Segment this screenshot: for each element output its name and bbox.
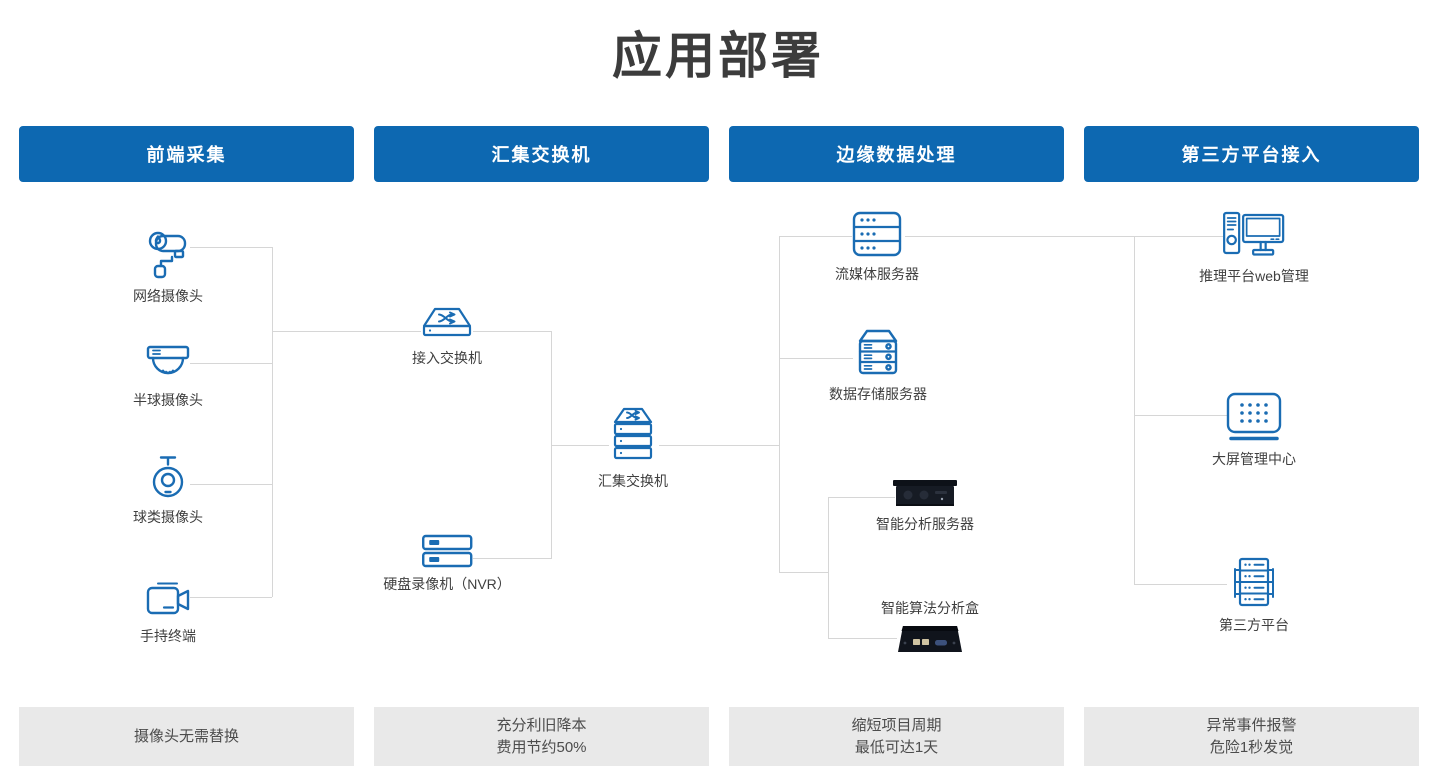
node-analysis-server: 智能分析服务器 [876, 478, 974, 534]
connector-line [190, 247, 272, 248]
node-dome-camera: 半球摄像头 [133, 344, 203, 410]
edge-box-photo-icon [895, 624, 965, 656]
column-header-frontend: 前端采集 [19, 126, 354, 182]
footer-line: 缩短项目周期 [851, 716, 942, 734]
node-big-screen: 大屏管理中心 [1212, 391, 1296, 469]
node-label: 流媒体服务器 [835, 266, 919, 282]
footer-line: 最低可达1天 [854, 738, 939, 756]
column-footer-aggregation: 充分利旧降本 费用节约50% [374, 707, 709, 766]
server-rack-icon [1226, 557, 1282, 609]
media-server-icon [851, 210, 903, 258]
connector-line [1134, 415, 1228, 416]
column-header-aggregation: 汇集交换机 [374, 126, 709, 182]
connector-line [473, 558, 552, 559]
node-storage-server: 数据存储服务器 [829, 328, 927, 404]
node-label: 半球摄像头 [133, 392, 203, 408]
node-label: 硬盘录像机（NVR） [383, 576, 511, 592]
node-ball-camera: 球类摄像头 [133, 455, 203, 527]
desktop-pc-icon [1222, 210, 1286, 260]
node-access-switch: 接入交换机 [412, 306, 482, 368]
page-title: 应用部署 [612, 28, 824, 84]
node-label: 网络摄像头 [133, 288, 203, 304]
node-inference-web: 推理平台web管理 [1199, 210, 1309, 286]
bullet-camera-icon [144, 228, 192, 280]
column-footer-thirdparty: 异常事件报警 危险1秒发觉 [1084, 707, 1419, 766]
node-label: 手持终端 [140, 628, 196, 644]
node-label: 智能算法分析盒 [881, 600, 979, 616]
node-third-party-platform: 第三方平台 [1219, 557, 1289, 635]
led-screen-icon [1225, 391, 1283, 443]
node-handheld-terminal: 手持终端 [140, 580, 196, 646]
column-header-thirdparty: 第三方平台接入 [1084, 126, 1419, 182]
footer-line: 异常事件报警 [1206, 716, 1297, 734]
connector-line [272, 331, 421, 332]
node-label: 接入交换机 [412, 350, 482, 366]
connector-line [551, 331, 552, 558]
node-network-camera: 网络摄像头 [133, 228, 203, 306]
connector-line [779, 358, 853, 359]
connector-line [659, 445, 779, 446]
connector-line [551, 445, 609, 446]
footer-line: 费用节约50% [496, 738, 587, 756]
connector-line [190, 597, 272, 598]
stacked-switch-icon [607, 407, 659, 465]
footer-line: 摄像头无需替换 [133, 727, 239, 745]
footer-line: 充分利旧降本 [496, 716, 587, 734]
switch-icon [420, 306, 474, 342]
connector-line [828, 638, 897, 639]
connector-line [828, 497, 895, 498]
column-footer-frontend: 摄像头无需替换 [19, 707, 354, 766]
node-label: 智能分析服务器 [876, 516, 974, 532]
node-label: 汇集交换机 [598, 473, 668, 489]
ball-camera-icon [147, 455, 189, 501]
connector-line [1134, 584, 1227, 585]
storage-server-icon [852, 328, 904, 378]
camcorder-icon [145, 580, 191, 620]
connector-line [905, 236, 1223, 237]
node-label: 数据存储服务器 [829, 386, 927, 402]
dome-camera-icon [145, 344, 191, 384]
connector-line [828, 497, 829, 638]
node-label: 第三方平台 [1219, 617, 1289, 633]
node-algorithm-box: 智能算法分析盒 [881, 598, 979, 656]
connector-line [779, 236, 780, 572]
node-nvr: 硬盘录像机（NVR） [383, 534, 511, 594]
connector-line [190, 363, 272, 364]
connector-line [473, 331, 552, 332]
column-header-edge: 边缘数据处理 [729, 126, 1064, 182]
node-label: 大屏管理中心 [1212, 451, 1296, 467]
connector-line [1134, 236, 1135, 584]
node-label: 推理平台web管理 [1199, 268, 1309, 284]
connector-line [190, 484, 272, 485]
rack-server-photo-icon [893, 478, 957, 508]
node-media-server: 流媒体服务器 [835, 210, 919, 284]
footer-line: 危险1秒发觉 [1209, 738, 1294, 756]
connector-line [779, 572, 829, 573]
node-label: 球类摄像头 [133, 509, 203, 525]
nvr-icon [421, 534, 473, 568]
node-aggregation-switch: 汇集交换机 [598, 407, 668, 491]
connector-line [779, 236, 852, 237]
column-footer-edge: 缩短项目周期 最低可达1天 [729, 707, 1064, 766]
connector-line [272, 247, 273, 597]
